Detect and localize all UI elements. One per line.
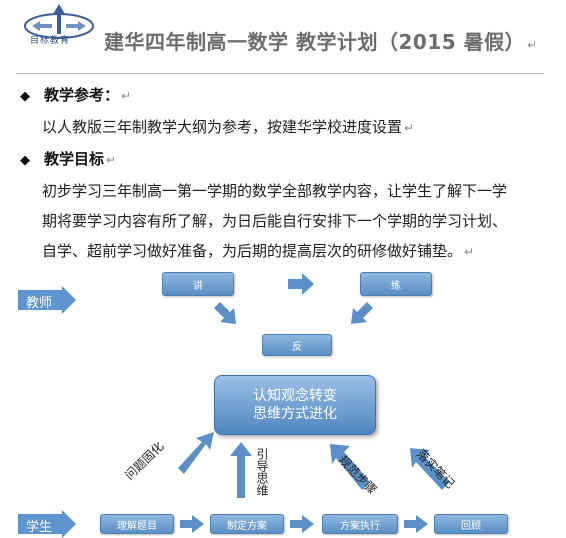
paragraph-mark: ↵ bbox=[121, 89, 132, 103]
process-step-box: 理解题目 bbox=[100, 514, 174, 534]
feedback-box: 反 bbox=[262, 334, 332, 356]
teacher-tag: 教师 bbox=[18, 286, 76, 314]
center-line: 思维方式进化 bbox=[253, 406, 337, 422]
paragraph-mark: ↵ bbox=[464, 245, 475, 259]
up-left-arrow-icon bbox=[410, 448, 450, 490]
down-left-arrow-icon bbox=[351, 302, 373, 324]
right-arrow-icon bbox=[404, 515, 428, 533]
section-body-line: 初步学习三年制高一第一学期的数学全部教学内容，让学生了解下一学 bbox=[42, 182, 508, 200]
section-heading-text: 教学参考： bbox=[44, 86, 120, 104]
diamond-bullet-icon: ◆ bbox=[20, 153, 30, 168]
paragraph-mark: ↵ bbox=[527, 38, 538, 52]
right-arrow-icon bbox=[290, 515, 314, 533]
page-title: 建华四年制高一数学 教学计划（2015 暑假）↵ bbox=[104, 26, 538, 55]
arrow-label: 问题固化 bbox=[122, 439, 167, 483]
student-tag: 学生 bbox=[18, 510, 76, 538]
paragraph-mark: ↵ bbox=[404, 121, 415, 135]
section-body-line: 期将要学习内容有所了解，为日后能自行安排下一个学期的学习计划、 bbox=[42, 212, 508, 230]
process-step-box: 制定方案 bbox=[210, 514, 284, 534]
up-right-arrow-icon bbox=[178, 432, 214, 474]
practice-box: 练 bbox=[360, 272, 432, 296]
center-concept-box: 认知观念转变 思维方式进化 bbox=[214, 375, 376, 435]
header-rule bbox=[16, 73, 544, 74]
section-heading-reference: ◆ 教学参考：↵ bbox=[20, 84, 131, 105]
process-step-box: 方案执行 bbox=[322, 514, 398, 534]
lecture-box: 讲 bbox=[162, 272, 234, 296]
center-line: 认知观念转变 bbox=[253, 388, 337, 404]
section-body-line: 自学、超前学习做好准备，为后期的提高层次的研修做好铺垫。↵ bbox=[42, 240, 474, 261]
teacher-label: 教师 bbox=[26, 296, 53, 311]
tag-arrow-icon bbox=[18, 510, 76, 538]
up-left-arrow-icon bbox=[330, 444, 370, 490]
up-arrow-icon bbox=[230, 442, 252, 498]
arrow-label: 引导思维 bbox=[255, 448, 269, 496]
logo-arrows-icon bbox=[24, 4, 94, 39]
section-heading-goals: ◆ 教学目标↵ bbox=[20, 148, 116, 169]
tag-arrow-icon bbox=[18, 286, 76, 314]
right-arrow-icon bbox=[180, 515, 204, 533]
paragraph-mark: ↵ bbox=[106, 153, 117, 167]
down-right-arrow-icon bbox=[214, 302, 236, 324]
student-label: 学生 bbox=[26, 520, 53, 535]
right-arrow-icon bbox=[288, 273, 314, 295]
logo-text: 目标教育 bbox=[30, 36, 71, 46]
page-title-text: 建华四年制高一数学 教学计划（2015 暑假） bbox=[104, 30, 526, 54]
process-step-box: 回顾 bbox=[434, 514, 508, 534]
section-body-text: 以人教版三年制教学大纲为参考，按建华学校进度设置 bbox=[42, 118, 403, 136]
section-body-line: 以人教版三年制教学大纲为参考，按建华学校进度设置↵ bbox=[42, 116, 414, 137]
section-body-text: 自学、超前学习做好准备，为后期的提高层次的研修做好铺垫。 bbox=[42, 242, 463, 260]
diamond-bullet-icon: ◆ bbox=[20, 89, 30, 104]
section-heading-text: 教学目标 bbox=[44, 150, 105, 168]
